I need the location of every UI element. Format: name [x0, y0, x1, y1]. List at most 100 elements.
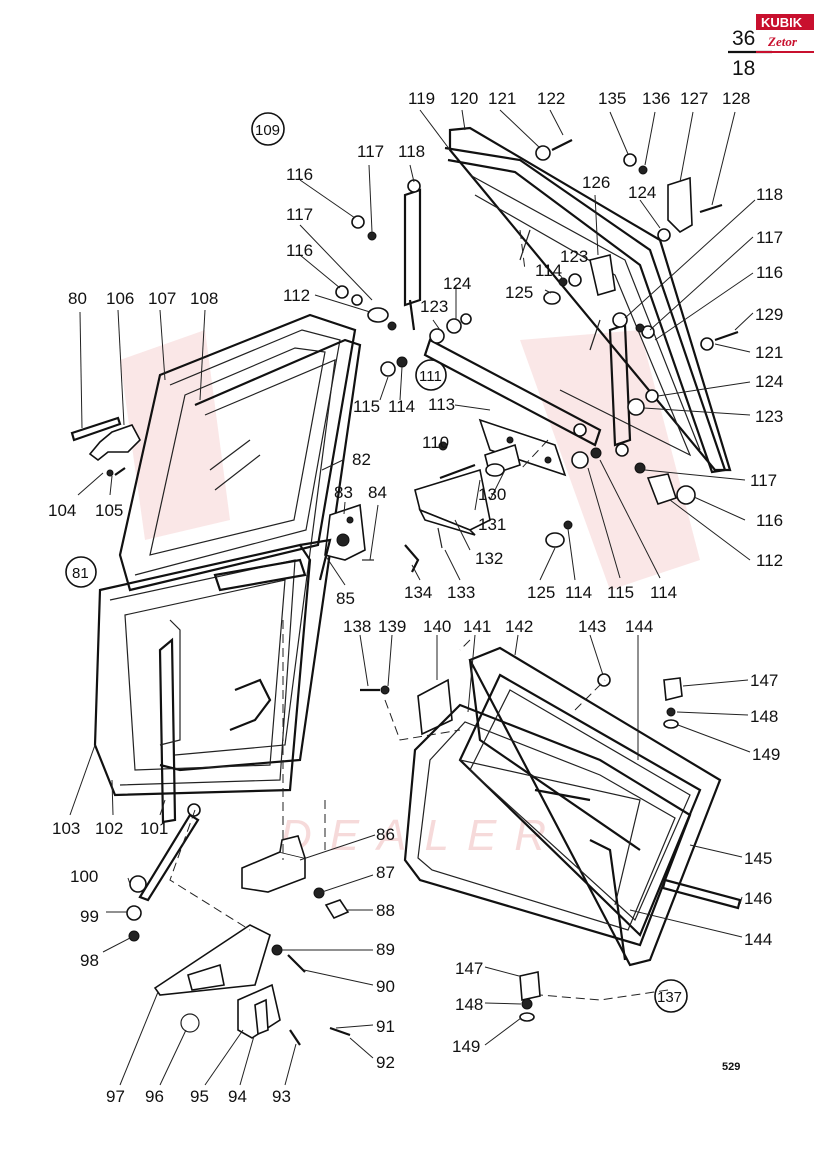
- callout: 147: [455, 959, 483, 978]
- group-81: 81: [65, 556, 97, 588]
- group-111: 111: [415, 359, 447, 391]
- logo-line1: KUBIK: [761, 15, 803, 30]
- gas-strut-upper-left: [403, 179, 422, 331]
- callout: 119: [408, 89, 435, 108]
- page-denominator: 18: [732, 57, 755, 80]
- callout: 110: [422, 433, 449, 452]
- callout: 133: [447, 583, 475, 602]
- callout: 114: [650, 583, 677, 602]
- callout: 90: [376, 977, 395, 996]
- callout: 122: [537, 89, 565, 108]
- callout: 129: [755, 305, 783, 324]
- fasteners: [335, 139, 739, 1022]
- callout: 132: [475, 549, 503, 568]
- callout: 100: [70, 867, 98, 886]
- callout: 117: [756, 228, 783, 247]
- callout: 121: [755, 343, 783, 362]
- callout: 117: [750, 471, 777, 490]
- callout: 87: [376, 863, 395, 882]
- callout: 99: [80, 907, 99, 926]
- callout: 84: [368, 483, 387, 502]
- svg-text:81: 81: [72, 565, 89, 582]
- callout: 147: [750, 671, 778, 690]
- group-137: 137: [654, 979, 688, 1013]
- callout: 127: [680, 89, 708, 108]
- callout: 144: [625, 617, 653, 636]
- callout: 96: [145, 1087, 164, 1106]
- callout: 146: [744, 889, 772, 908]
- callout: 103: [52, 819, 80, 838]
- callout: 148: [750, 707, 778, 726]
- callout: 121: [488, 89, 516, 108]
- callout: 140: [423, 617, 451, 636]
- callout: 136: [642, 89, 670, 108]
- callout: 106: [106, 289, 134, 308]
- callout: 124: [443, 274, 471, 293]
- callout: 101: [140, 819, 168, 838]
- callout: 107: [148, 289, 176, 308]
- callout: 92: [376, 1053, 395, 1072]
- lock-plate-assembly: [153, 924, 351, 1046]
- callout: 135: [598, 89, 626, 108]
- logo-line2: Zetor: [767, 34, 798, 49]
- callout: 123: [755, 407, 783, 426]
- callout: 149: [452, 1037, 480, 1056]
- callout: 123: [420, 297, 448, 316]
- callout: 102: [95, 819, 123, 838]
- callout: 139: [378, 617, 406, 636]
- callout: 114: [565, 583, 592, 602]
- callout-labels: 80 82 83 84 85 86 87 88 89 90 91 92 93 9…: [48, 89, 783, 1106]
- svg-text:111: 111: [419, 368, 442, 385]
- svg-text:137: 137: [657, 989, 682, 1006]
- callout: 144: [744, 930, 772, 949]
- callout: 82: [352, 450, 371, 469]
- callout: 141: [463, 617, 491, 636]
- callout: 93: [272, 1087, 291, 1106]
- callout: 86: [376, 825, 395, 844]
- callout: 83: [334, 483, 353, 502]
- gas-strut-lower: [126, 803, 201, 942]
- callout: 124: [628, 183, 656, 202]
- gas-strut-upper-right: [608, 312, 632, 457]
- callout: 104: [48, 501, 76, 520]
- callout: 114: [388, 397, 415, 416]
- callout: 117: [286, 205, 313, 224]
- callout: 131: [478, 515, 506, 534]
- callout: 143: [578, 617, 606, 636]
- handle-parts: [70, 416, 141, 477]
- callout: 114: [535, 261, 562, 280]
- rubber-stop: [241, 835, 350, 920]
- callout: 98: [80, 951, 99, 970]
- page-number: 36 18: [728, 27, 772, 80]
- callout: 105: [95, 501, 123, 520]
- door-latch: [299, 503, 374, 581]
- page-numerator: 36: [732, 27, 755, 50]
- callout: 125: [527, 583, 555, 602]
- callout: 91: [376, 1017, 395, 1036]
- callout: 118: [756, 185, 783, 204]
- callout: 113: [428, 395, 455, 414]
- callout: 120: [450, 89, 478, 108]
- callout: 112: [283, 286, 310, 305]
- callout: 108: [190, 289, 218, 308]
- callout: 116: [756, 511, 783, 530]
- sheet-number: 529: [722, 1061, 740, 1073]
- callout: 118: [398, 142, 425, 161]
- callout: 130: [478, 485, 506, 504]
- callout: 80: [68, 289, 87, 308]
- hinge-bar: [404, 338, 602, 573]
- callout: 116: [286, 165, 313, 184]
- callout: 97: [106, 1087, 125, 1106]
- callout: 145: [744, 849, 772, 868]
- callout: 94: [228, 1087, 247, 1106]
- callout: 115: [353, 397, 380, 416]
- callout: 112: [756, 551, 783, 570]
- callout: 134: [404, 583, 432, 602]
- callout: 85: [336, 589, 355, 608]
- assembly-lines: [169, 229, 669, 1001]
- callout: 149: [752, 745, 780, 764]
- group-109: 109: [251, 112, 285, 146]
- svg-text:109: 109: [255, 122, 280, 139]
- callout: 128: [722, 89, 750, 108]
- group-labels: 109 111 81 137: [65, 112, 688, 1013]
